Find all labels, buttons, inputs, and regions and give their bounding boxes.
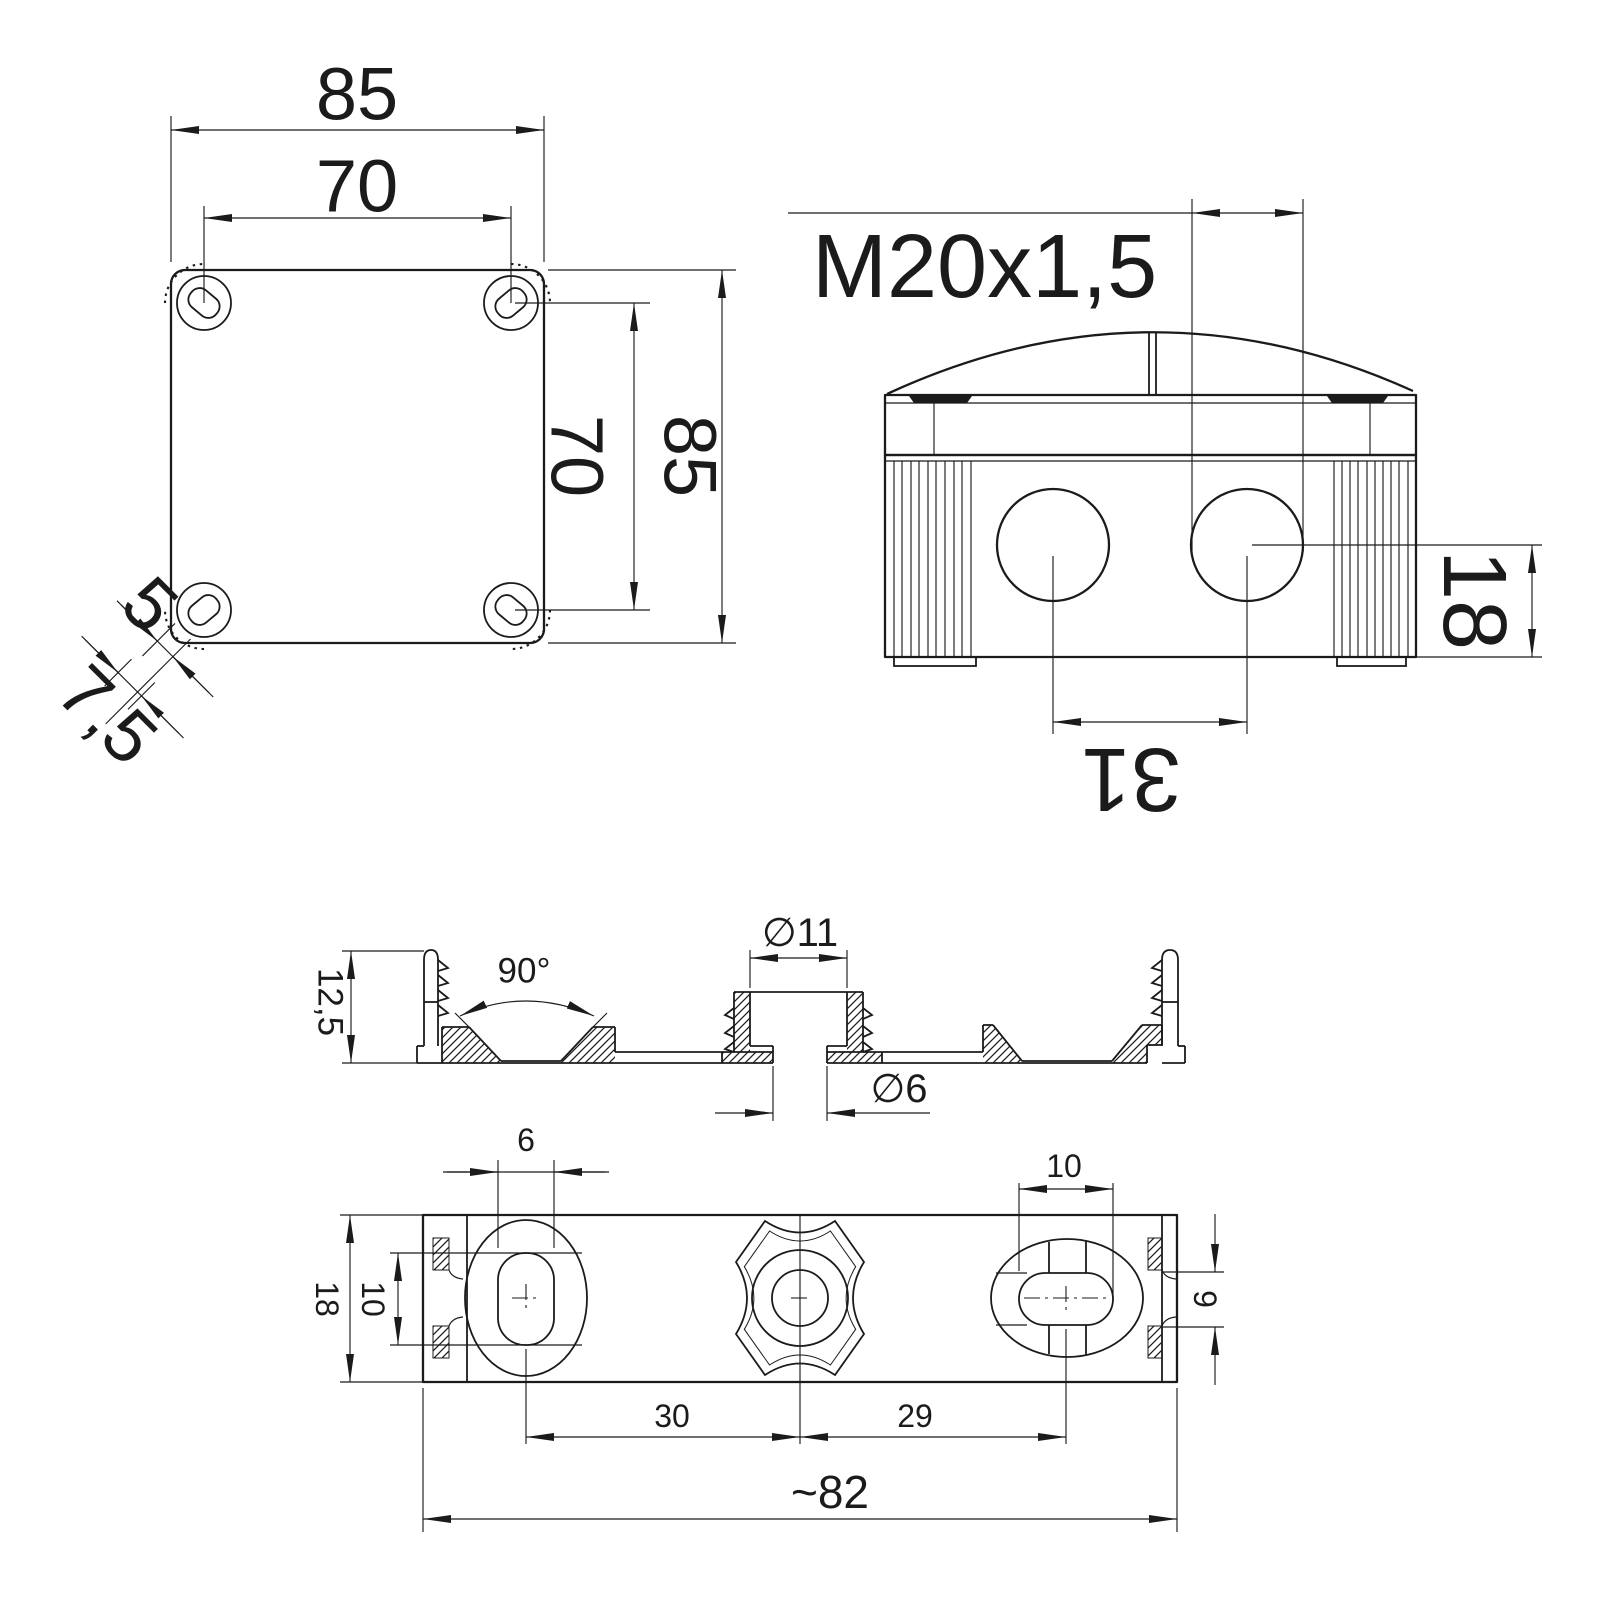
dim-label-thread: M20x1,5 <box>812 217 1157 317</box>
section-view: 12,5 90° ∅11 ∅6 <box>311 911 1186 1121</box>
center-knob-feature <box>734 1216 866 1382</box>
box-body <box>883 453 1418 667</box>
center-boss <box>723 991 874 1063</box>
dim-boss-diameter: ∅11 <box>749 911 848 988</box>
left-rib-column <box>893 461 972 657</box>
right-rib-column <box>1333 461 1409 657</box>
dim-label-18-rail: 18 <box>309 1281 345 1317</box>
dim-knockout-height: 18 <box>1252 544 1542 658</box>
dim-label-width-85: 85 <box>316 53 398 136</box>
dim-label-10-top: 10 <box>1046 1148 1082 1184</box>
dim-label-height-85: 85 <box>649 415 732 497</box>
dim-label-30: 30 <box>654 1398 690 1434</box>
lid-outline <box>169 268 546 645</box>
side-view: M20x1,5 31 18 <box>788 199 1542 829</box>
rail-left-end <box>432 1237 464 1359</box>
dim-label-pitch-70-vert: 70 <box>536 415 619 497</box>
dim-top-hole-pitch: 70 <box>203 145 512 303</box>
latch-slot-left <box>909 396 972 403</box>
dim-slot1-length: 10 <box>355 1253 402 1345</box>
dim-label-90deg: 90° <box>498 952 551 991</box>
dim-label-pitch-70: 70 <box>316 145 398 228</box>
dim-label-height-18: 18 <box>1424 550 1524 650</box>
latch-slot-right <box>1327 396 1388 403</box>
dim-slot1-width: 6 <box>443 1122 609 1248</box>
dim-section-height: 12,5 <box>311 950 424 1064</box>
dim-label-82: ~82 <box>791 1466 869 1518</box>
dim-label-9: 9 <box>1187 1290 1223 1308</box>
dim-label-10-left: 10 <box>355 1281 391 1317</box>
dim-pitch-30-29: 30 29 <box>525 1329 1067 1444</box>
left-clip-arm <box>416 949 450 1063</box>
right-slot-feature <box>990 1238 1144 1358</box>
dim-slot2-width: 9 <box>1162 1214 1224 1385</box>
dim-label-d11: ∅11 <box>762 911 838 955</box>
right-clip-arm <box>1150 949 1186 1064</box>
left-foot <box>893 656 977 667</box>
right-foot <box>1336 656 1407 667</box>
dim-label-12-5: 12,5 <box>311 968 350 1036</box>
dome-lid-arc <box>886 331 1414 396</box>
dim-rail-width: 18 <box>309 1214 425 1383</box>
dim-right-height: 85 <box>548 269 736 644</box>
corner-hole-bottom-left <box>163 582 232 651</box>
dim-overall-length: ~82 <box>422 1388 1178 1532</box>
rail-right-end <box>1147 1237 1177 1359</box>
dim-right-hole-pitch: 70 <box>515 302 650 611</box>
dim-countersink-angle: 90° <box>454 952 608 1030</box>
dim-label-6: 6 <box>517 1122 535 1158</box>
dim-slot2-length: 10 <box>1018 1148 1114 1299</box>
dim-hole-diameter: ∅6 <box>715 1066 930 1121</box>
plan-view: 6 10 18 10 9 <box>309 1122 1224 1532</box>
dim-label-pitch-31: 31 <box>1081 729 1181 829</box>
dim-label-29: 29 <box>897 1398 933 1434</box>
dim-top-width: 85 <box>170 53 545 262</box>
dim-thread-m20: M20x1,5 <box>788 199 1304 552</box>
section-hatching <box>442 992 1162 1063</box>
dim-knockout-pitch: 31 <box>1053 718 1247 829</box>
dim-label-d6: ∅6 <box>870 1067 927 1111</box>
